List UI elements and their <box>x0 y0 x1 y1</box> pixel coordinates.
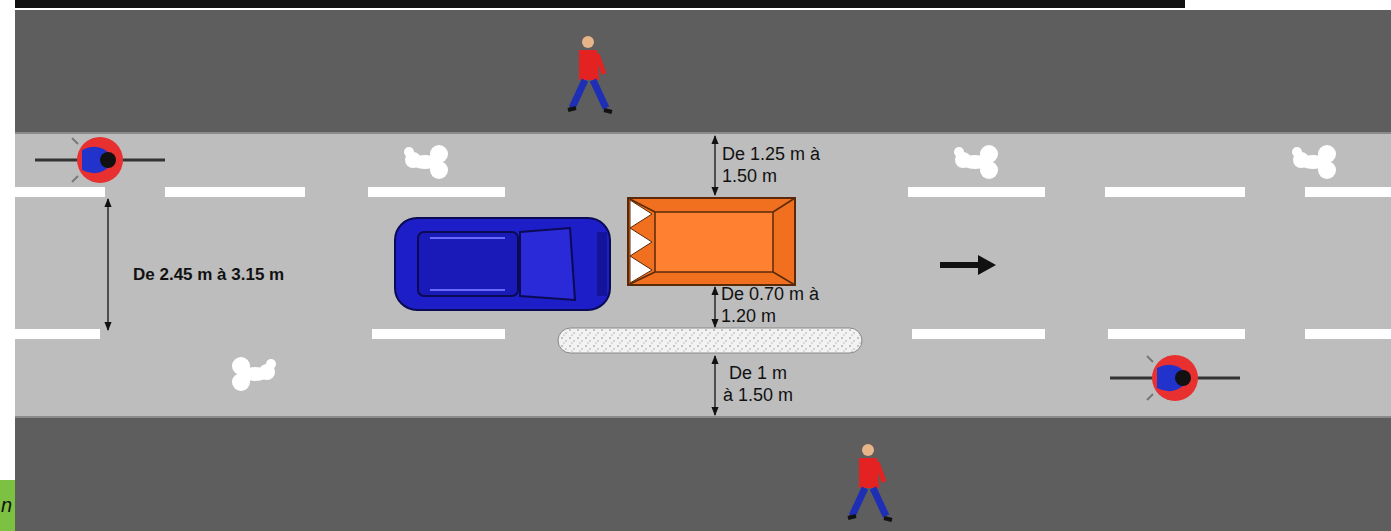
dimension-label: De 1.25 m à 1.50 m <box>722 143 822 187</box>
dimension-label: De 0.70 m à 1.20 m <box>721 283 821 327</box>
dimension-label: De 1 m à 1.50 m <box>722 362 794 406</box>
cut-off-letter: n <box>1 494 15 516</box>
dimension-label: De 2.45 m à 3.15 m <box>133 264 373 286</box>
